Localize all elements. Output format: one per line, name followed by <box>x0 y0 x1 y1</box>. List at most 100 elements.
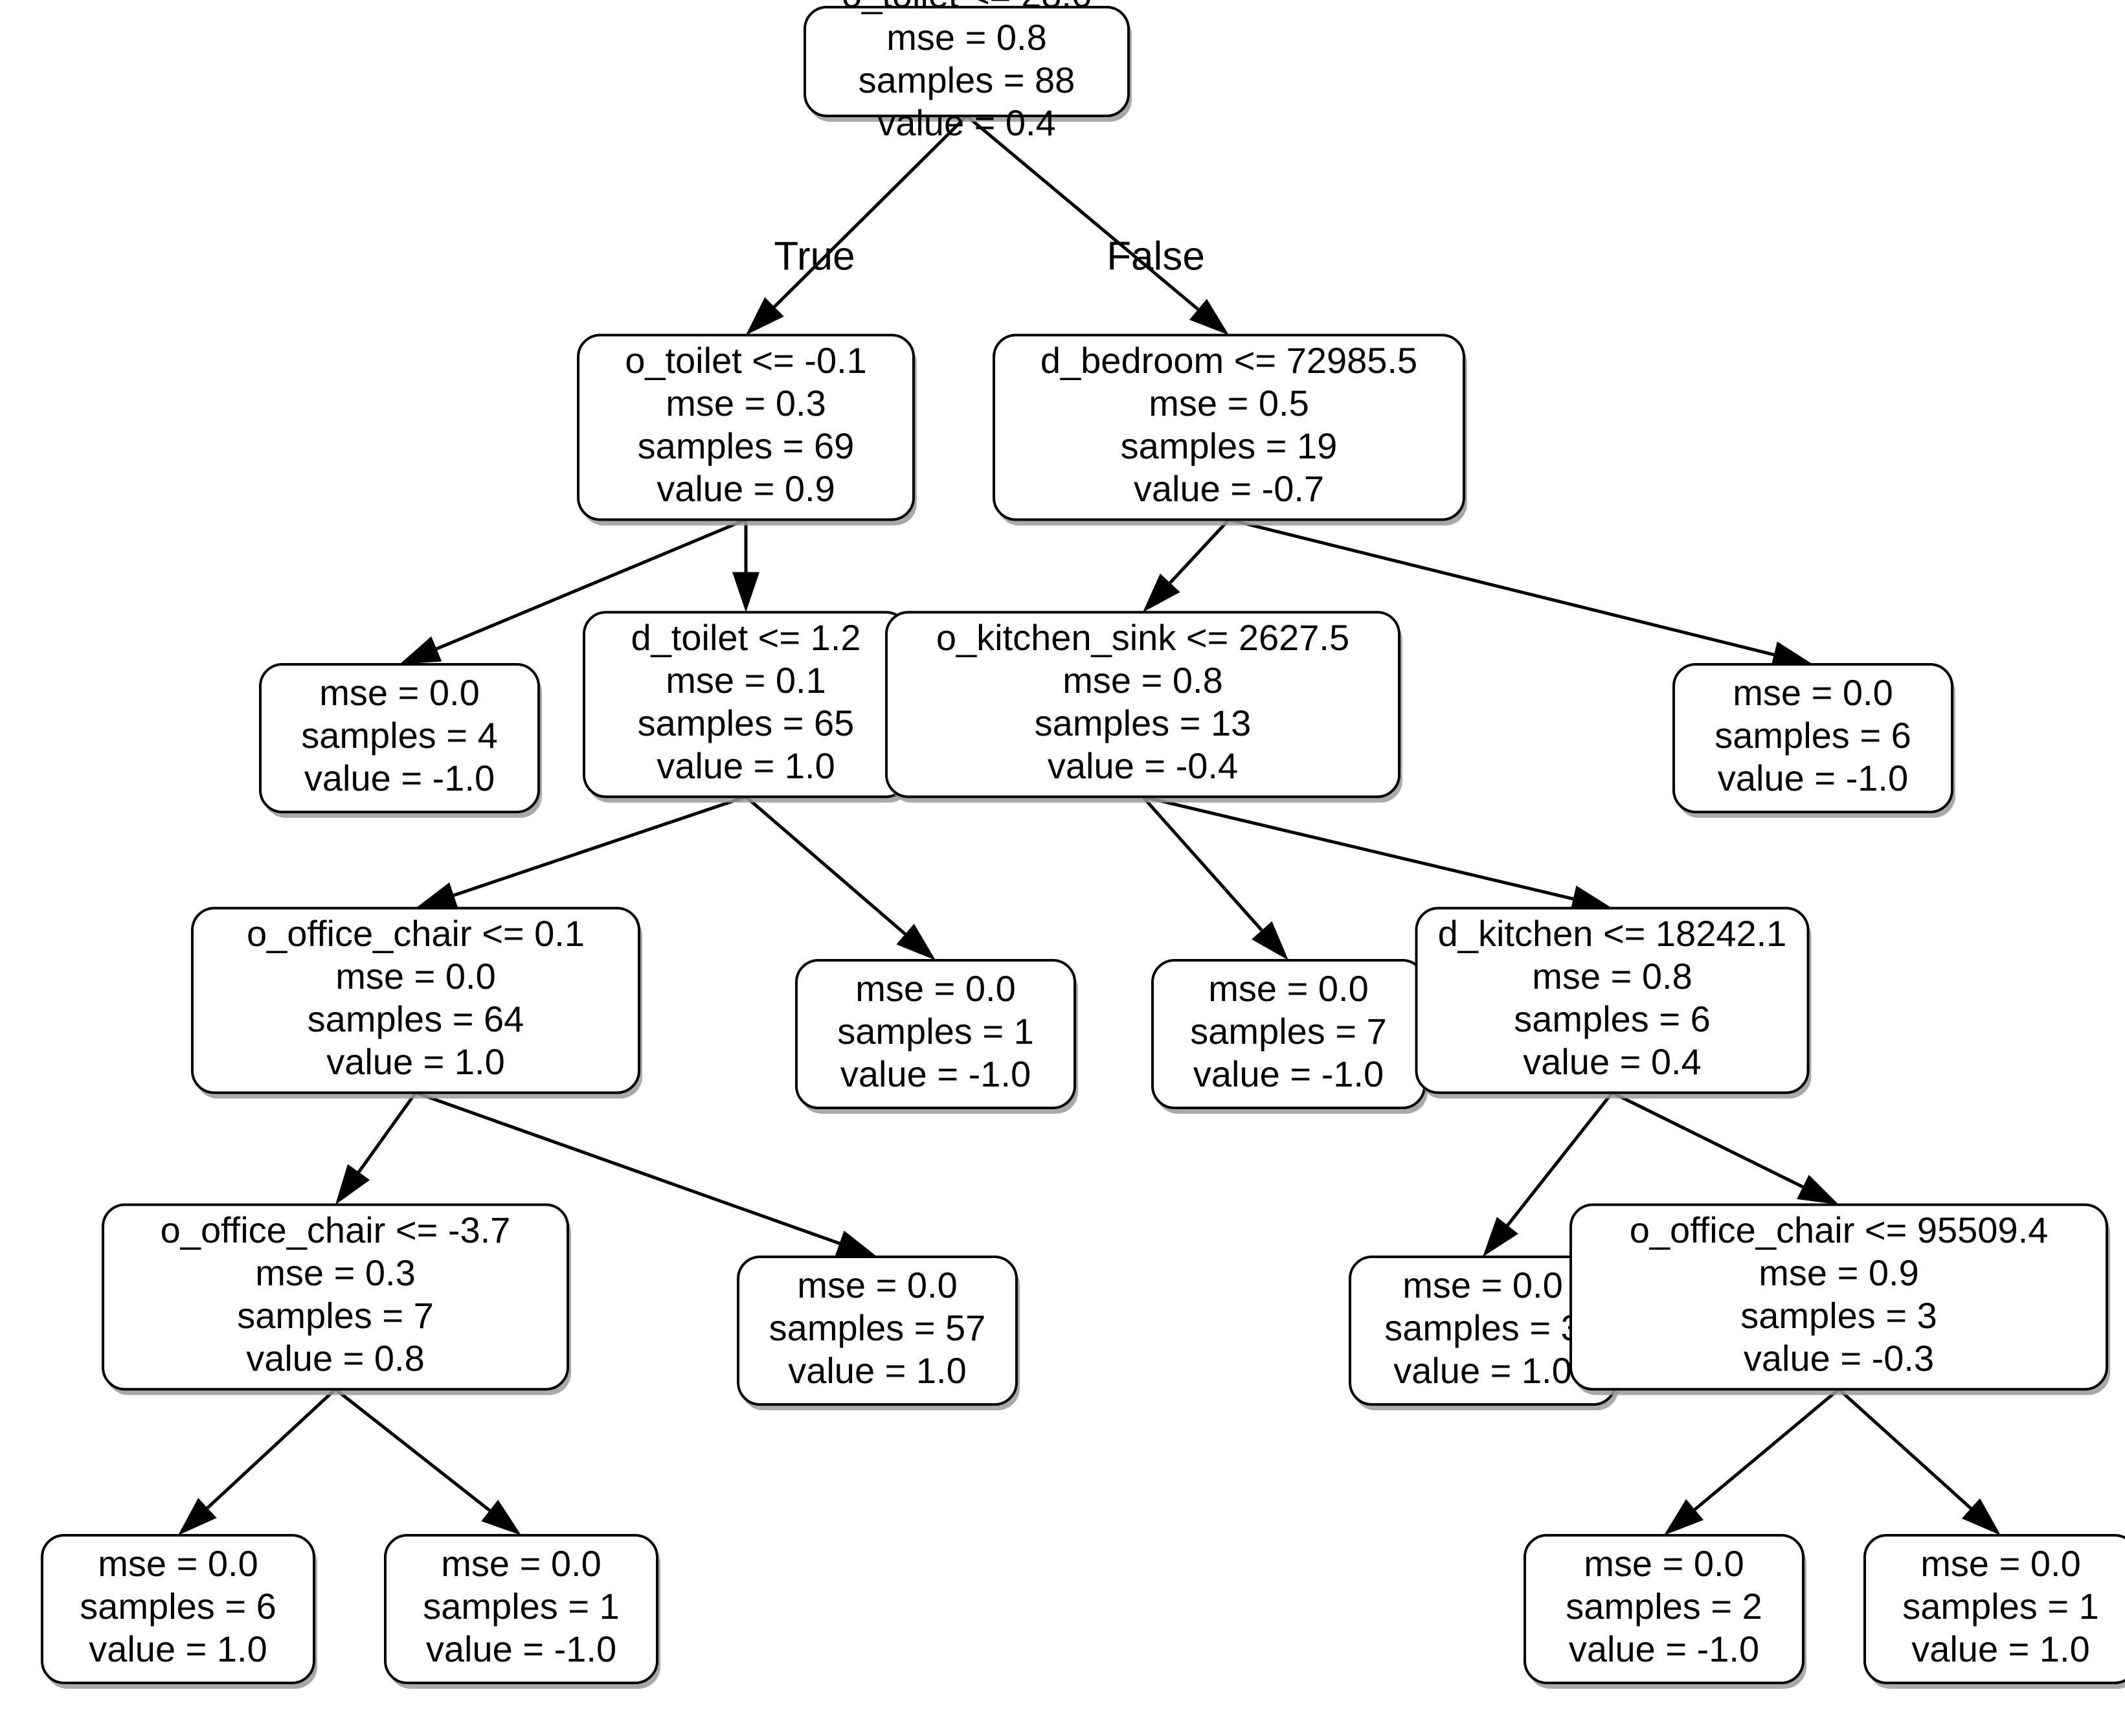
edge-label-true: True <box>774 234 855 278</box>
node-mse: mse = 0.3 <box>666 383 826 423</box>
node-condition: o_toilet <= -0.1 <box>625 340 867 381</box>
node-mse: mse = 0.0 <box>1920 1543 2080 1584</box>
node-mse: mse = 0.9 <box>1759 1252 1918 1293</box>
node-mse: mse = 0.0 <box>335 956 495 997</box>
node-value: value = 0.4 <box>1523 1041 1702 1082</box>
node-condition: o_kitchen_sink <= 2627.5 <box>936 617 1349 658</box>
node-samples: samples = 7 <box>237 1295 434 1336</box>
node-samples: samples = 3 <box>1740 1295 1937 1336</box>
tree-edge <box>335 1092 418 1205</box>
node-samples: samples = 69 <box>638 425 855 466</box>
node-samples: samples = 88 <box>859 60 1075 100</box>
tree-edge <box>1838 1388 2001 1535</box>
tree-edge <box>1664 1388 1840 1535</box>
tree-edge <box>732 519 759 613</box>
tree-edge <box>334 1388 521 1535</box>
node-samples: samples = 1 <box>423 1586 620 1627</box>
node-mse: mse = 0.0 <box>1402 1265 1562 1305</box>
node-value: value = -1.0 <box>840 1054 1031 1094</box>
node-samples: samples = 3 <box>1384 1307 1581 1348</box>
tree-edge <box>965 115 1229 335</box>
node-samples: samples = 65 <box>638 703 855 743</box>
node-samples: samples = 7 <box>1190 1011 1387 1052</box>
node-samples: samples = 13 <box>1035 703 1252 743</box>
node-condition: o_office_chair <= -3.7 <box>161 1210 511 1250</box>
node-mse: mse = 0.8 <box>886 17 1046 58</box>
node-value: value = -0.4 <box>1048 745 1238 786</box>
tree-edge <box>416 795 747 908</box>
tree-edge <box>745 795 936 960</box>
node-condition: d_bedroom <= 72985.5 <box>1040 340 1417 381</box>
node-samples: samples = 57 <box>769 1307 986 1348</box>
node-samples: samples = 4 <box>301 715 498 756</box>
tree-edge <box>1228 518 1813 668</box>
node-mse: mse = 0.5 <box>1149 383 1309 423</box>
node-value: value = 0.8 <box>246 1338 425 1379</box>
node-mse: mse = 0.8 <box>1062 660 1222 701</box>
tree-edge <box>178 1388 337 1535</box>
node-value: value = 1.0 <box>326 1041 505 1082</box>
node-samples: samples = 2 <box>1566 1586 1762 1627</box>
tree-edge <box>1142 795 1612 912</box>
node-value: value = 1.0 <box>788 1350 967 1391</box>
node-mse: mse = 0.0 <box>855 968 1015 1009</box>
node-mse: mse = 0.0 <box>1208 968 1368 1009</box>
node-value: value = 1.0 <box>89 1629 267 1669</box>
node-samples: samples = 1 <box>837 1011 1034 1052</box>
edge-label-false: False <box>1107 234 1205 278</box>
node-mse: mse = 0.0 <box>1733 672 1893 713</box>
node-condition: o_toilet <= 28.6 <box>842 0 1092 15</box>
node-samples: samples = 64 <box>308 998 524 1039</box>
tree-edge <box>1141 795 1288 960</box>
node-value: value = 1.0 <box>657 745 835 786</box>
node-value: value = 0.9 <box>657 468 835 509</box>
node-mse: mse = 0.1 <box>666 660 826 701</box>
node-samples: samples = 1 <box>1902 1586 2099 1627</box>
tree-edge <box>399 518 747 664</box>
node-mse: mse = 0.3 <box>255 1252 415 1293</box>
node-value: value = -1.0 <box>1193 1054 1384 1094</box>
node-value: value = 0.4 <box>877 102 1056 143</box>
node-samples: samples = 6 <box>80 1586 276 1627</box>
tree-edge <box>1483 1091 1613 1257</box>
node-samples: samples = 6 <box>1715 715 1911 756</box>
node-value: value = -1.0 <box>1569 1629 1759 1669</box>
node-mse: mse = 0.8 <box>1532 956 1692 997</box>
node-samples: samples = 19 <box>1121 425 1338 466</box>
node-value: value = -1.0 <box>1718 758 1908 798</box>
node-value: value = -0.7 <box>1134 468 1324 509</box>
node-mse: mse = 0.0 <box>1584 1543 1744 1584</box>
tree-edge <box>1143 518 1230 613</box>
node-value: value = -1.0 <box>304 758 495 798</box>
edge-labels-layer: True False <box>774 234 1204 278</box>
tree-edge <box>746 115 968 335</box>
node-mse: mse = 0.0 <box>319 672 479 713</box>
tree-edge <box>1611 1091 1839 1205</box>
node-condition: o_office_chair <= 0.1 <box>247 913 585 954</box>
node-samples: samples = 6 <box>1514 998 1711 1039</box>
tree-edge <box>415 1091 877 1257</box>
node-value: value = -1.0 <box>426 1629 616 1669</box>
edges-layer <box>178 115 2001 1535</box>
node-mse: mse = 0.0 <box>98 1543 258 1584</box>
